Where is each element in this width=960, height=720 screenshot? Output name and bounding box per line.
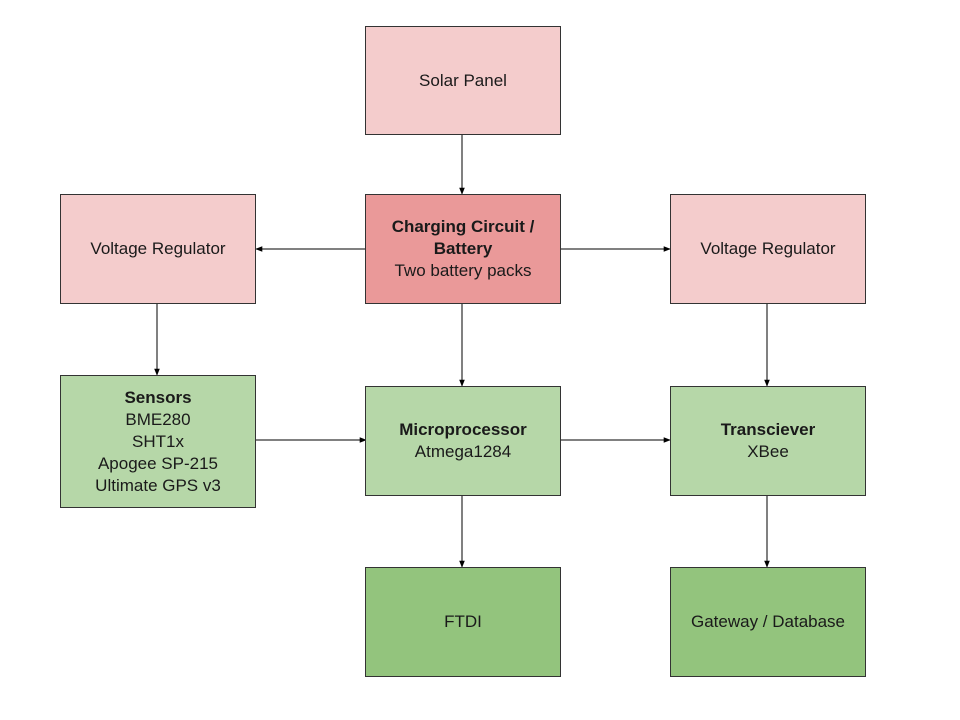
charging-circuit-title: Charging Circuit / Battery bbox=[391, 217, 535, 258]
transceiver-box: Transciever XBee bbox=[670, 386, 866, 496]
transceiver-title: Transciever bbox=[720, 420, 816, 439]
sensor-bme280: BME280 bbox=[125, 409, 191, 429]
voltage-regulator-right-label: Voltage Regulator bbox=[700, 239, 836, 258]
solar-panel-box: Solar Panel bbox=[365, 26, 561, 135]
microprocessor-title: Microprocessor bbox=[399, 420, 527, 439]
ftdi-box: FTDI bbox=[365, 567, 561, 677]
microprocessor-detail: Atmega1284 bbox=[414, 442, 512, 461]
microprocessor-box: Microprocessor Atmega1284 bbox=[365, 386, 561, 496]
sensors-box: Sensors BME280 SHT1x Apogee SP-215 Ultim… bbox=[60, 375, 256, 508]
voltage-regulator-right-box: Voltage Regulator bbox=[670, 194, 866, 304]
solar-panel-label: Solar Panel bbox=[419, 70, 507, 90]
sensor-apogee: Apogee SP-215 bbox=[97, 453, 219, 473]
sensors-title: Sensors bbox=[124, 387, 192, 407]
sensor-gps: Ultimate GPS v3 bbox=[95, 475, 221, 495]
charging-circuit-box: Charging Circuit / Battery Two battery p… bbox=[365, 194, 561, 304]
charging-circuit-detail: Two battery packs bbox=[394, 261, 532, 280]
voltage-regulator-left-label: Voltage Regulator bbox=[90, 239, 226, 258]
voltage-regulator-left-box: Voltage Regulator bbox=[60, 194, 256, 304]
transceiver-detail: XBee bbox=[747, 442, 789, 461]
ftdi-label: FTDI bbox=[444, 612, 482, 631]
gateway-database-label: Gateway / Database bbox=[690, 612, 846, 631]
sensor-sht1x: SHT1x bbox=[132, 431, 184, 451]
gateway-database-box: Gateway / Database bbox=[670, 567, 866, 677]
